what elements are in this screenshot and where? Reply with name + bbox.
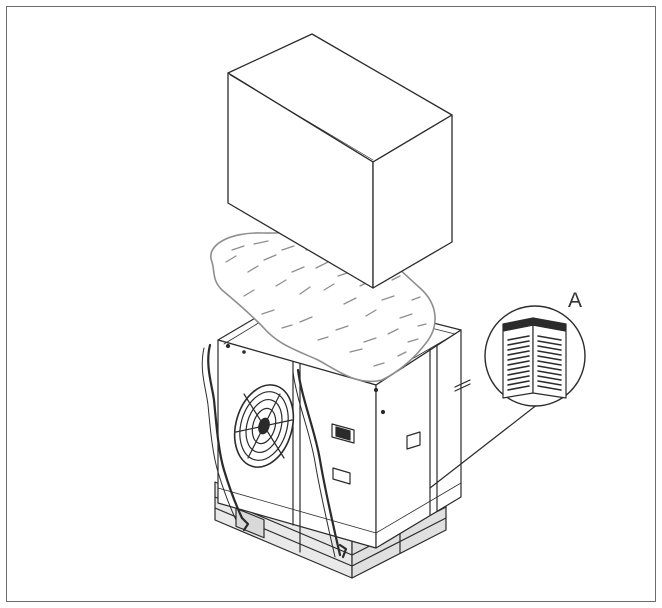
panel-openings xyxy=(331,423,421,485)
carton-box xyxy=(227,33,453,289)
callout-label-a: A xyxy=(568,289,583,312)
figure-frame xyxy=(6,6,656,602)
pipe-stub xyxy=(454,379,471,388)
manual-callout-circle xyxy=(484,305,586,407)
pipe-stub-2 xyxy=(454,383,471,392)
strap-right xyxy=(292,368,348,559)
strap-left xyxy=(201,343,250,532)
fan-grille xyxy=(233,384,295,468)
